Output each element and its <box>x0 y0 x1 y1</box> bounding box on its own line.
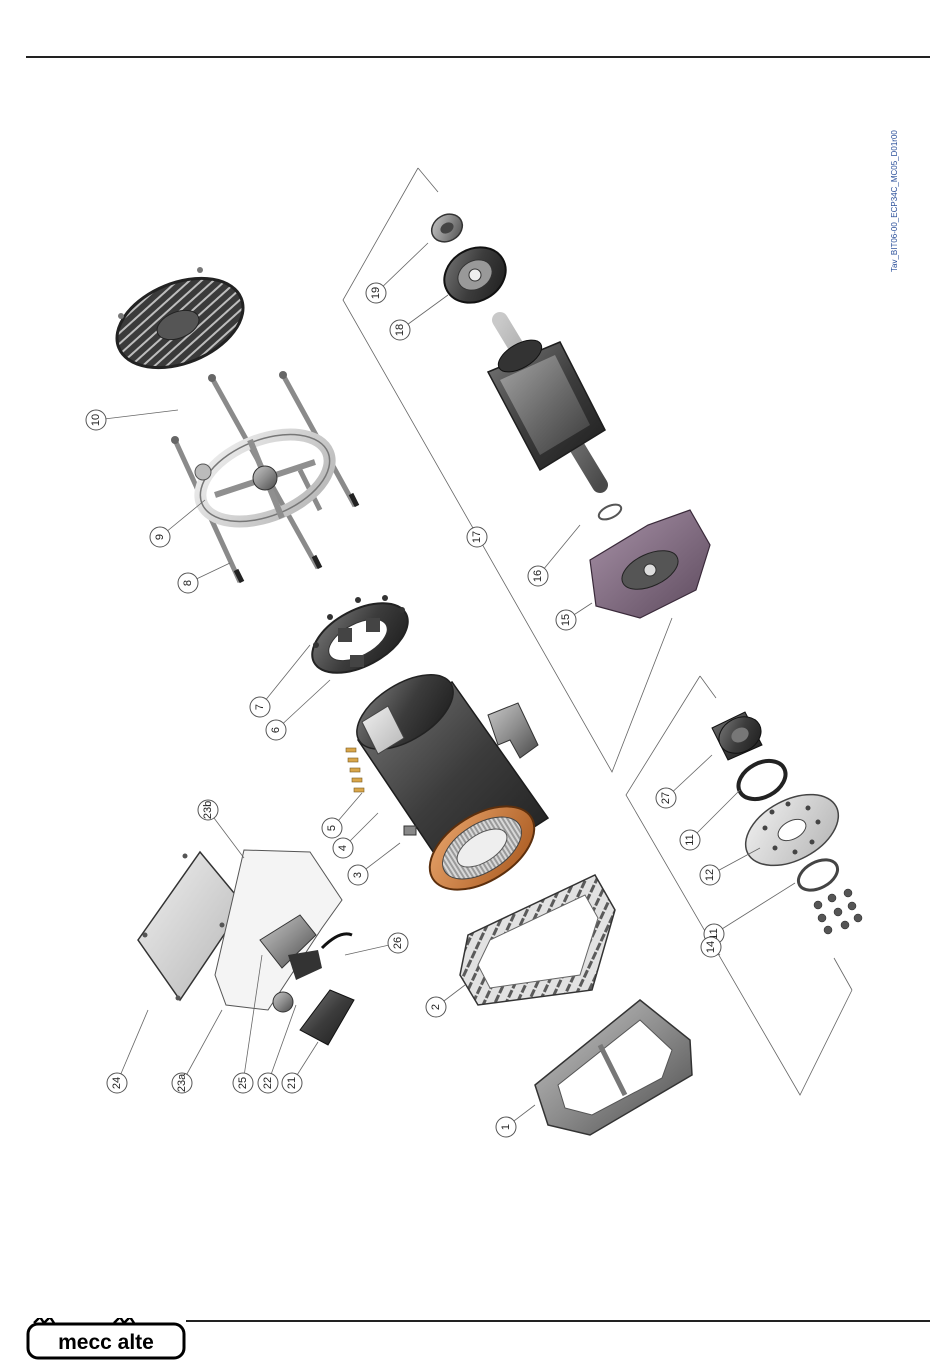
callout-19: 19 <box>366 243 428 303</box>
callout-number: 23b <box>202 801 214 819</box>
snap-ring-part <box>597 501 624 522</box>
terminal-box-part <box>138 850 354 1045</box>
callout-24: 24 <box>107 1010 148 1093</box>
callout-5: 5 <box>322 793 362 838</box>
callout-number: 16 <box>532 570 544 582</box>
callout-10: 10 <box>86 410 178 430</box>
callout-number: 12 <box>704 869 716 881</box>
end-bracket-part <box>171 371 357 582</box>
mesh-guard-part <box>460 875 615 1005</box>
callout-number: 8 <box>182 580 194 586</box>
callout-leader <box>268 1005 296 1083</box>
spacer-ring-upper-part <box>732 753 792 806</box>
callout-number: 18 <box>394 324 406 336</box>
mecc-alte-logo: mecc alte <box>26 1318 186 1362</box>
spacer-ring-lower-part <box>793 854 842 897</box>
callout-26: 26 <box>345 933 408 955</box>
brand-name: mecc alte <box>58 1331 154 1354</box>
callout-23a: 23a <box>172 1010 222 1093</box>
coupling-disc-part <box>734 780 850 880</box>
callout-number: 24 <box>111 1077 123 1089</box>
callout-number: 11 <box>684 834 696 845</box>
callout-leader <box>690 790 740 840</box>
callout-11: 11 <box>680 790 740 850</box>
callout-number: 23a <box>176 1073 188 1092</box>
callout-number: 25 <box>237 1077 249 1089</box>
callout-18: 18 <box>390 295 448 340</box>
callout-11: 11 <box>704 883 795 944</box>
rear-grille-part <box>104 261 256 385</box>
callout-number: 5 <box>326 825 338 831</box>
callout-number: 26 <box>392 937 404 949</box>
callout-21: 21 <box>282 1042 318 1093</box>
callout-number: 2 <box>430 1004 442 1010</box>
callout-27: 27 <box>656 755 712 808</box>
callout-number: 14 <box>705 941 717 953</box>
logo-graphic: mecc alte <box>26 1318 186 1362</box>
callout-7: 7 <box>250 645 310 717</box>
callout-1: 1 <box>496 1105 535 1137</box>
callout-4: 4 <box>333 813 378 858</box>
coupling-bolts-part <box>814 889 862 934</box>
callout-16: 16 <box>528 525 580 586</box>
fan-part <box>590 510 710 618</box>
callout-number: 9 <box>154 534 166 540</box>
main-frame-stator-part <box>344 660 548 907</box>
callout-number: 10 <box>90 414 102 426</box>
callout-23b: 23b <box>198 800 244 858</box>
callout-leader <box>376 243 428 293</box>
exciter-stator-part <box>301 589 419 687</box>
callout-leader <box>182 1010 222 1083</box>
callout-number: 6 <box>270 727 282 733</box>
callout-leader <box>117 1010 148 1083</box>
callout-number: 17 <box>471 531 483 543</box>
callout-number: 19 <box>370 287 382 299</box>
callout-leader <box>714 883 795 934</box>
drawing-code: Tav_BIT06-00_ECP34C_MC05_D01r00 <box>890 130 899 272</box>
coupling-hub-part <box>712 710 767 761</box>
callout-6: 6 <box>266 680 330 740</box>
callout-number: 1 <box>500 1124 512 1130</box>
rotor-part <box>488 320 605 485</box>
callout-number: 15 <box>560 614 572 626</box>
callout-number: 27 <box>660 792 672 804</box>
callout-leader <box>260 645 310 707</box>
callout-9: 9 <box>150 500 205 547</box>
callout-number: 4 <box>337 845 349 851</box>
callout-17: 17 <box>467 527 487 547</box>
callout-15: 15 <box>556 603 592 630</box>
callout-number: 7 <box>254 704 266 710</box>
exciter-rotor-part <box>434 236 515 313</box>
callout-3: 3 <box>348 843 400 885</box>
callout-leader <box>276 680 330 730</box>
callout-number: 3 <box>352 872 364 878</box>
callout-number: 21 <box>286 1077 298 1089</box>
drive-end-adaptor-part <box>535 1000 692 1135</box>
bearing-part <box>427 209 468 248</box>
callout-2: 2 <box>426 985 465 1017</box>
callout-leader <box>96 410 178 420</box>
callout-14: 14 <box>701 937 721 957</box>
callout-number: 22 <box>262 1077 274 1089</box>
callout-8: 8 <box>178 563 230 593</box>
